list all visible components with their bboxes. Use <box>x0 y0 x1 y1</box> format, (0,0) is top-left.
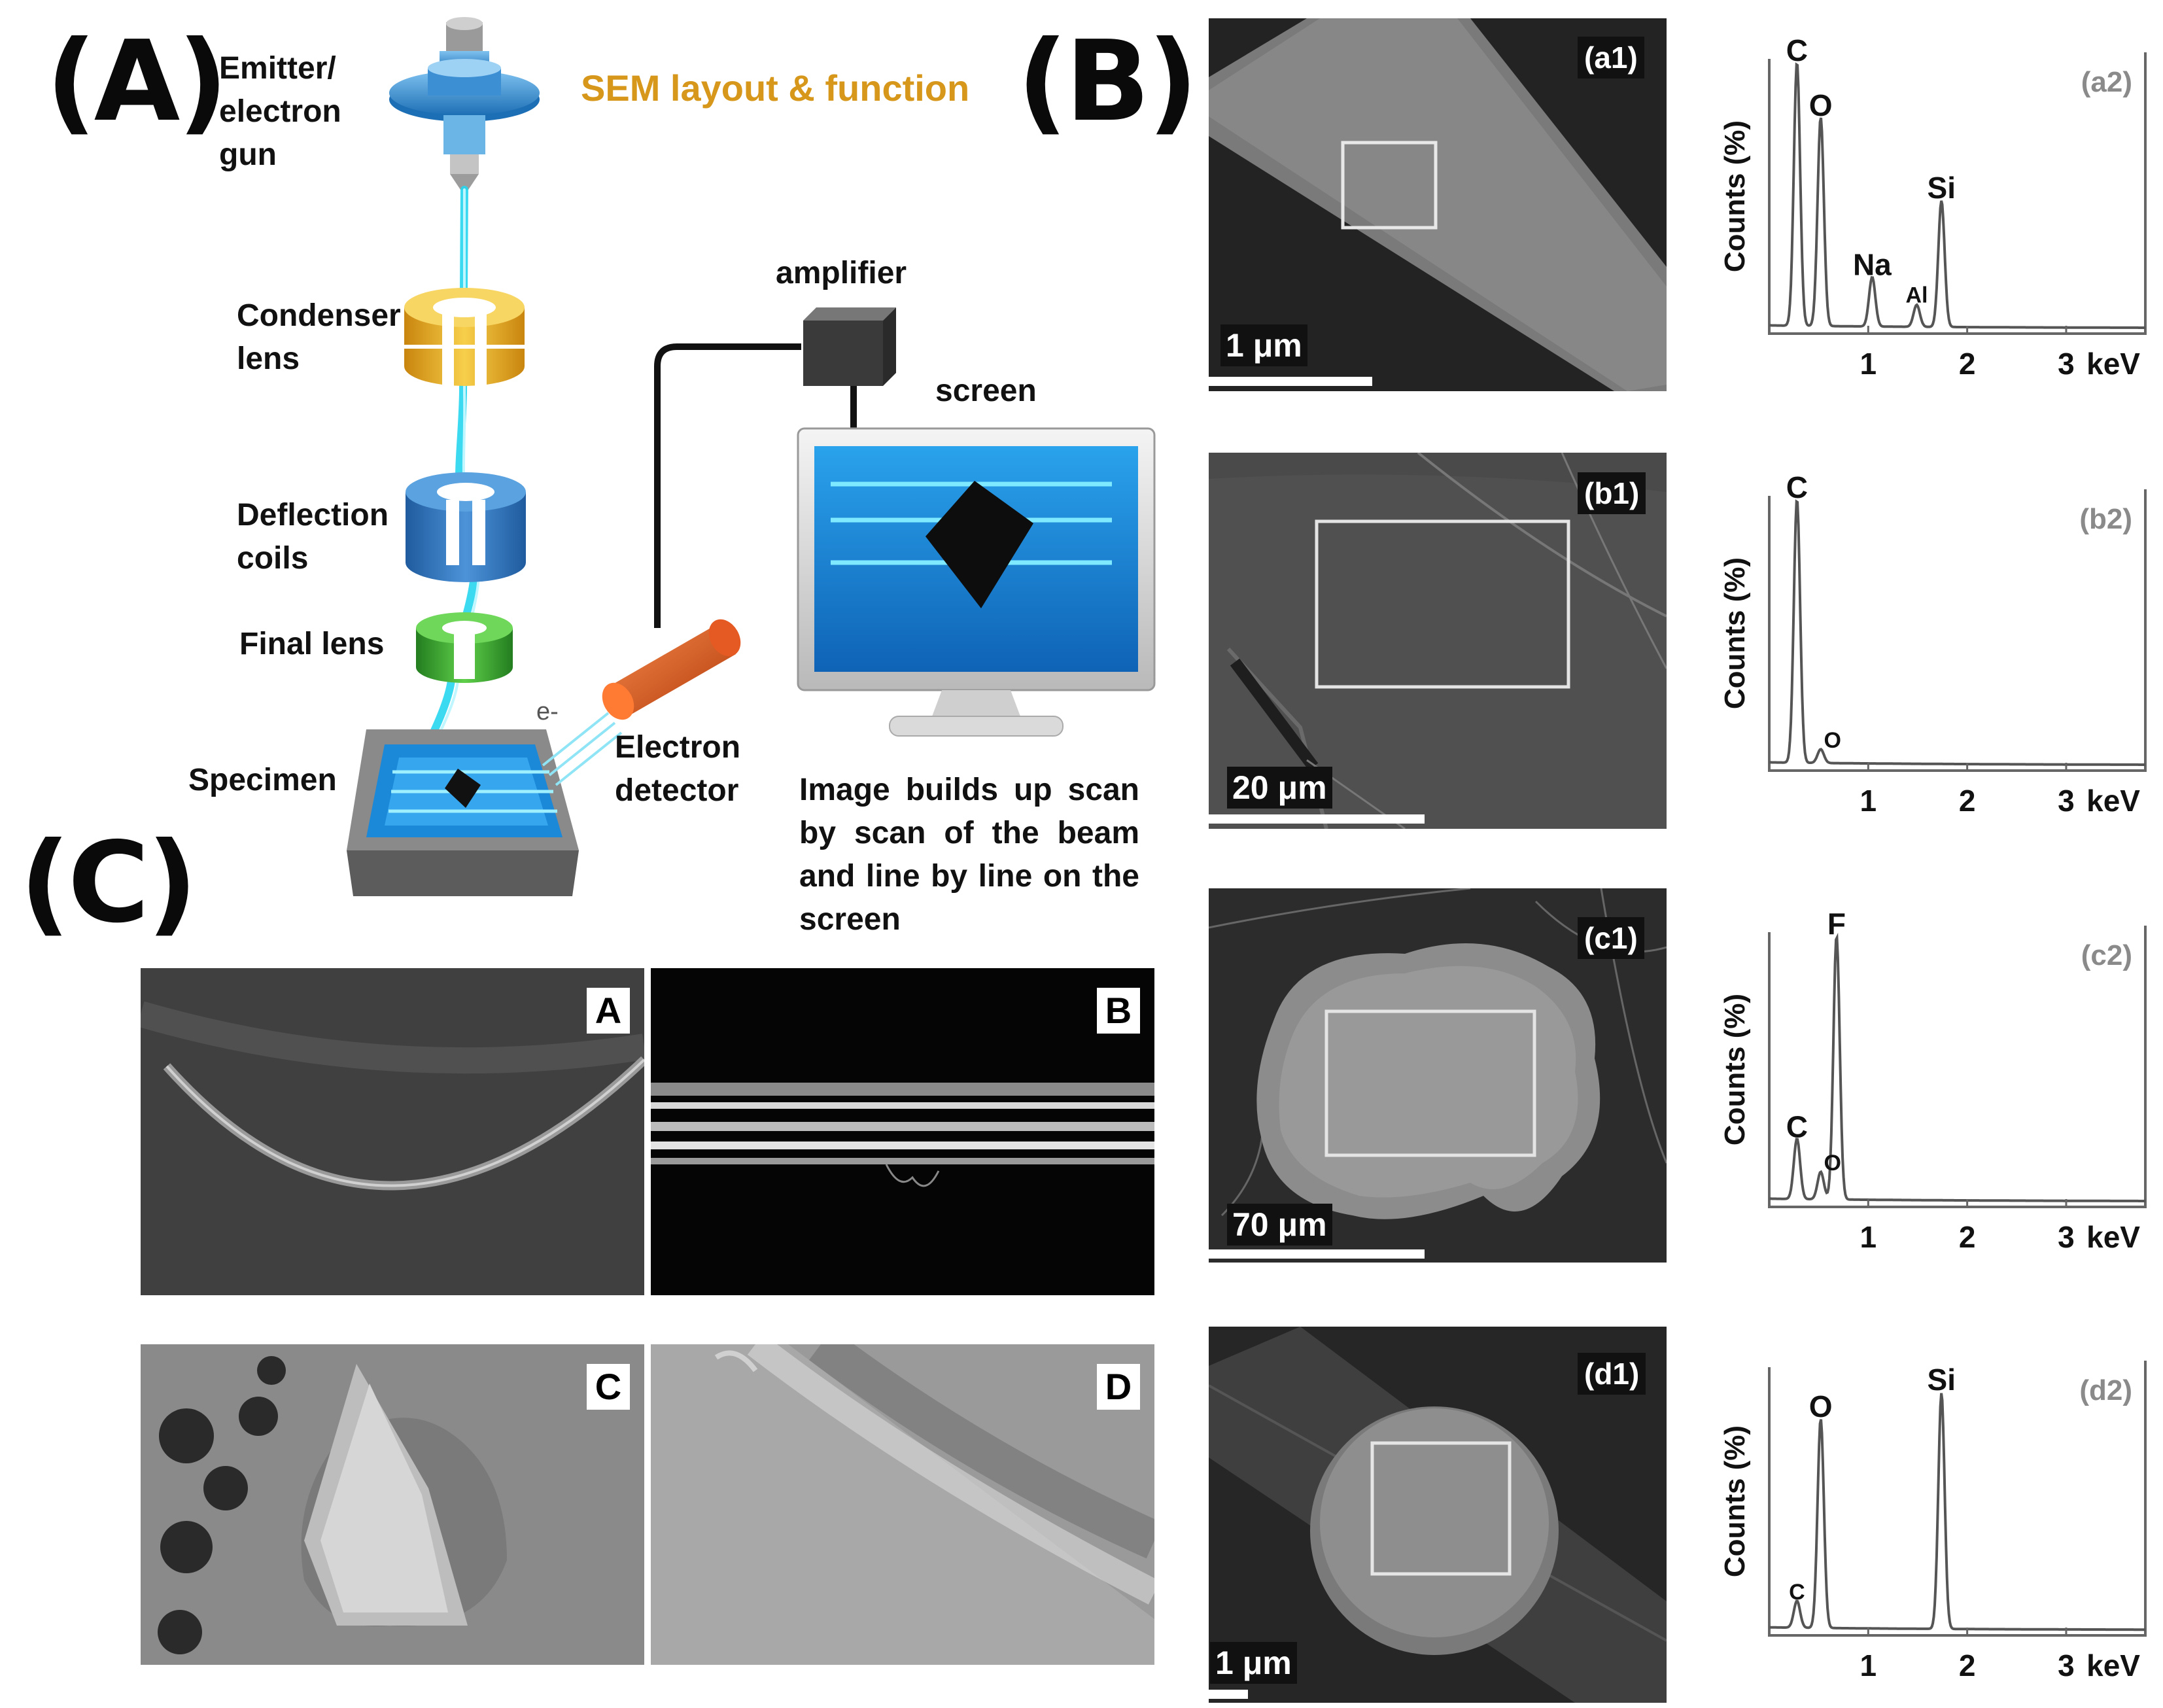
c-image-c <box>141 1344 644 1665</box>
spectrum-tag: (a2) <box>2081 66 2132 98</box>
scale-bar-label: 1 μm <box>1210 1642 1297 1684</box>
axis-frame <box>1768 489 2147 772</box>
x-tick-label: 3 <box>2058 784 2075 818</box>
panel-letter-a: (A) <box>46 17 228 147</box>
caption-line: Image builds up scan <box>799 773 1139 807</box>
peak-label: Si <box>1928 1363 1956 1397</box>
x-tick-label: 1 <box>1860 347 1877 381</box>
c-image-tag: A <box>587 988 630 1034</box>
label-deflection-coils: Deflection coils <box>237 498 389 576</box>
x-tick-label: 1 <box>1860 1220 1877 1254</box>
peak-label: C <box>1786 33 1808 67</box>
spectrum-tag: (d2) <box>2079 1374 2132 1406</box>
peak-label: Na <box>1853 247 1892 281</box>
x-tick-label: 2 <box>1959 347 1976 381</box>
spectrum-tag: (c2) <box>2081 939 2132 971</box>
electron-beam <box>395 186 481 802</box>
specimen-icon <box>347 729 579 896</box>
axis-frame <box>1768 52 2147 335</box>
panel-letter-c: (C) <box>20 818 198 948</box>
peak-label: O <box>1809 1389 1833 1423</box>
x-tick-label: 2 <box>1959 1648 1976 1682</box>
label-final-lens: Final lens <box>239 627 385 661</box>
c-image-tag: B <box>1097 988 1140 1034</box>
x-tick-label: 3 <box>2058 347 2075 381</box>
peak-label: O <box>1824 728 1841 753</box>
label-electron-detector: Electron detector <box>615 730 741 808</box>
label-specimen: Specimen <box>188 763 337 797</box>
deflection-coils-icon <box>406 472 526 582</box>
label-emitter: Emitter/ electron gun <box>219 51 341 172</box>
detector-cable <box>654 343 801 628</box>
spectrum-tag: (b2) <box>2079 503 2132 535</box>
label-condenser-lens: Condenser lens <box>237 298 401 376</box>
spectrum-line <box>1769 499 2145 766</box>
sem-tag: (d1) <box>1578 1353 1646 1395</box>
x-tick-label: 3 <box>2058 1220 2075 1254</box>
monitor-screen-icon <box>797 427 1156 737</box>
axis-frame <box>1768 926 2147 1208</box>
eds-spectrum-b2: C O 1 2 3 keV Counts (%) (b2) <box>1694 457 2152 843</box>
label-electron-symbol: e- <box>536 698 559 725</box>
c-image-a <box>141 968 644 1295</box>
spectrum-line <box>1769 62 2145 329</box>
peak-label: F <box>1827 907 1846 941</box>
y-axis-label: Counts (%) <box>1719 1425 1751 1577</box>
y-axis-label: Counts (%) <box>1719 994 1751 1145</box>
c-image-b <box>651 968 1154 1295</box>
c-image-d <box>651 1344 1154 1665</box>
x-axis-label: keV <box>2086 347 2140 381</box>
caption-line: and line by line on the <box>799 859 1139 894</box>
sem-column-diagram <box>347 17 1156 896</box>
peak-label: C <box>1786 470 1808 504</box>
secondary-electrons <box>542 712 623 786</box>
sem-image-d1 <box>1209 1327 1667 1703</box>
caption-line: by scan of the beam <box>799 816 1139 850</box>
axis-frame <box>1768 1361 2147 1637</box>
sem-tag: (a1) <box>1578 37 1644 78</box>
x-tick-label: 3 <box>2058 1648 2075 1682</box>
electron-gun-icon <box>389 17 540 190</box>
x-axis-label: keV <box>2086 1648 2140 1682</box>
amplifier-icon <box>803 307 896 386</box>
sem-layout-title: SEM layout & function <box>581 67 970 109</box>
final-lens-icon <box>416 612 513 683</box>
x-tick-label: 1 <box>1860 1648 1877 1682</box>
y-axis-label: Counts (%) <box>1719 120 1751 272</box>
panel-letter-b: (B) <box>1017 17 1198 147</box>
scan-caption: Image builds up scan by scan of the beam… <box>799 769 1139 941</box>
scale-bar-label: 20 μm <box>1227 767 1332 809</box>
c-image-tag: C <box>587 1364 630 1410</box>
peak-label: O <box>1809 88 1833 122</box>
condenser-lens-icon <box>404 288 525 386</box>
x-axis-label: keV <box>2086 784 2140 818</box>
scale-bar-label: 1 μm <box>1220 324 1307 366</box>
peak-label: O <box>1824 1151 1841 1176</box>
spectrum-line <box>1769 932 2145 1202</box>
caption-line: screen <box>799 902 901 937</box>
peak-label: Si <box>1928 171 1956 205</box>
x-tick-label: 2 <box>1959 1220 1976 1254</box>
x-tick-label: 1 <box>1860 784 1877 818</box>
sem-tag: (b1) <box>1578 472 1646 514</box>
label-screen: screen <box>935 374 1037 408</box>
peak-label: Al <box>1905 283 1928 307</box>
x-tick-label: 2 <box>1959 784 1976 818</box>
peak-label: C <box>1786 1110 1808 1144</box>
label-amplifier: amplifier <box>776 256 907 290</box>
eds-spectrum-d2: C O Si 1 2 3 keV Counts (%) (d2) <box>1694 1328 2152 1707</box>
spectrum-line <box>1769 1393 2145 1631</box>
c-image-tag: D <box>1097 1364 1140 1410</box>
sem-image-b1 <box>1209 453 1667 829</box>
y-axis-label: Counts (%) <box>1719 557 1751 709</box>
peak-label: C <box>1789 1580 1805 1605</box>
scale-bar-label: 70 μm <box>1227 1204 1332 1246</box>
x-axis-label: keV <box>2086 1220 2140 1254</box>
electron-detector-icon <box>602 619 741 720</box>
sem-tag: (c1) <box>1578 917 1644 959</box>
